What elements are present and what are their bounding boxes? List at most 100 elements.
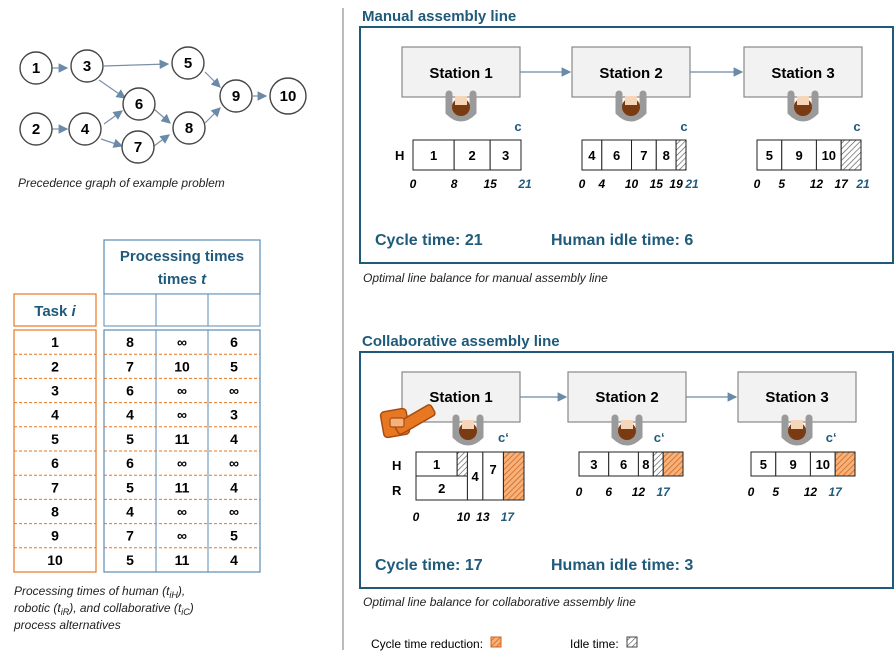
task-cell: 10 [47,552,63,568]
robot-time-cell: ∞ [177,455,187,471]
edge-7-8 [153,134,170,147]
time-tick: 21 [684,177,699,191]
collab-station-3-label: Station 3 [765,389,828,406]
task-block [775,451,811,477]
task-cell: 6 [51,455,59,471]
time-tick: 17 [829,485,844,499]
legend: Cycle time reduction: Idle time: [371,636,638,651]
time-tick: 10 [457,510,471,524]
idle-block [675,139,687,171]
table-header-var: t [201,271,207,288]
node-label: 3 [83,58,91,75]
collab-line: Station 1 Station 2 Station 3 [379,371,857,446]
node-label: 1 [32,60,40,77]
time-tick: 0 [754,177,761,191]
node-label: 4 [81,121,90,138]
task-cell: 3 [51,383,59,399]
task-block-label: 9 [795,148,802,163]
time-tick: 21 [517,177,532,191]
task-block-label: 5 [766,148,773,163]
row-label-human: H [392,458,401,473]
legend-reduction-swatch [490,636,502,648]
cycle-marker: c [853,119,860,134]
task-block [608,451,639,477]
task-cell: 7 [51,479,59,495]
collab-time-cell: 3 [230,407,238,423]
manual-worker-3-icon [787,90,819,122]
manual-cycle-time: Cycle time: 21 [375,232,483,249]
task-block-label: 7 [640,148,647,163]
robot-time-cell: 11 [175,431,190,447]
robot-time-cell: ∞ [177,334,187,350]
time-tick: 12 [810,177,824,191]
task-block-label: 10 [822,148,836,163]
time-tick: 0 [748,485,755,499]
edge-8-9 [204,107,221,124]
node-label: 6 [135,96,143,113]
task-block [489,139,522,171]
time-tick: 5 [772,485,779,499]
cycle-reduction-block [502,451,525,501]
robot-time-cell: ∞ [177,383,187,399]
time-tick: 0 [579,177,586,191]
idle-block [652,451,664,477]
time-tick: 13 [476,510,490,524]
edge-5-9 [204,71,221,88]
task-cell: 8 [51,504,59,520]
legend-idle-label: Idle time: [570,637,619,651]
node-label: 10 [280,88,297,105]
node-10 [269,77,307,115]
manual-worker-1-icon [445,90,477,122]
task-cell: 2 [51,358,59,374]
time-tick: 21 [855,177,870,191]
manual-panel [359,26,894,264]
node-3 [70,49,104,83]
manual-station-2-label: Station 2 [599,65,662,82]
manual-line: Station 1 Station 2 Station 3 [401,46,863,122]
legend-idle-swatch [626,636,638,648]
robot-time-cell: ∞ [177,504,187,520]
task-block [815,139,842,171]
node-6 [122,87,156,121]
task-block-label: 3 [590,457,597,472]
task-block [415,475,468,501]
time-tick: 15 [483,177,497,191]
row-label-robot: R [392,483,402,498]
table-header: Processing times [120,248,244,265]
manual-station-3-box [743,46,863,98]
task-block-label: 8 [642,457,649,472]
svg-text:Processing times of human (tiH: Processing times of human (tiH), [14,584,185,600]
task-block-label: 4 [472,469,480,484]
legend-reduction-label: Cycle time reduction: [371,637,483,651]
collab-time-cell: 6 [230,334,238,350]
task-block-label: 10 [816,457,830,472]
node-label: 7 [134,139,142,156]
human-time-cell: 8 [126,334,134,350]
task-block-label: 2 [438,481,445,496]
cycle-reduction-block [662,451,684,477]
time-tick: 12 [804,485,818,499]
cycle-marker: c‘ [654,430,665,445]
collab-panel [359,351,894,589]
collab-time-cell: 4 [230,479,238,495]
task-block-label: 5 [760,457,767,472]
time-tick: 17 [835,177,850,191]
task-cell: 5 [51,431,59,447]
task-block-label: 6 [620,457,627,472]
collab-time-cell: 4 [230,552,238,568]
collab-time-cell: 5 [230,358,238,374]
node-label: 5 [184,55,192,72]
task-block [453,139,491,171]
robot-time-cell: 11 [175,552,190,568]
collab-station-1-label: Station 1 [429,389,492,406]
node-2 [19,112,53,146]
time-tick: 17 [657,485,672,499]
node-label: 8 [185,120,193,137]
human-time-cell: 5 [126,479,134,495]
time-tick: 17 [501,510,516,524]
precedence-graph: 1 2 3 4 5 6 7 8 9 10 [19,46,307,164]
task-block-label: 4 [588,148,596,163]
task-header-var: i [72,303,77,320]
